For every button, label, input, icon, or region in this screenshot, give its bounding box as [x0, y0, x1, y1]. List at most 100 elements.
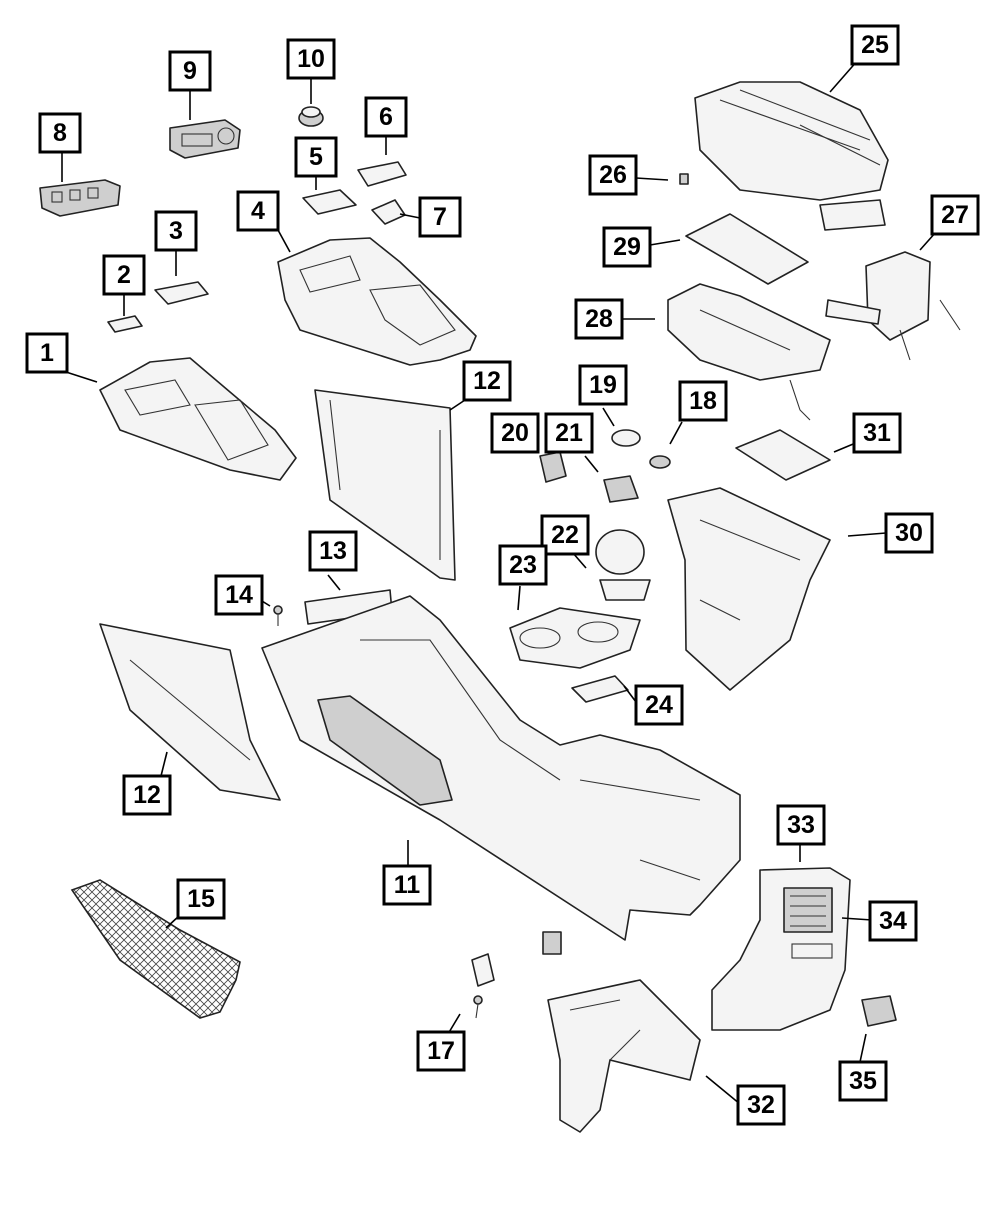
callout-22: 22: [540, 514, 590, 556]
svg-text:15: 15: [187, 885, 215, 913]
svg-text:5: 5: [309, 143, 323, 171]
svg-text:3: 3: [169, 217, 183, 245]
part-11-console-housing: [261, 595, 741, 941]
part-30-frame: [667, 487, 831, 691]
part-31-pad: [735, 429, 831, 481]
part-27-latch: [825, 251, 961, 361]
part-32-bracket: [547, 979, 701, 1133]
callout-29: 29: [602, 226, 652, 268]
part-3-insert: [154, 281, 209, 305]
svg-text:9: 9: [183, 57, 197, 85]
part-25-hinge: [819, 199, 886, 231]
part-15-mesh-net: [70, 879, 241, 1019]
part-10-knob: [298, 106, 324, 127]
callout-21: 21: [544, 412, 594, 454]
svg-text:28: 28: [585, 305, 613, 333]
part-8-switch-bank: [39, 179, 121, 217]
callout-8: 8: [38, 112, 82, 154]
svg-text:14: 14: [225, 581, 253, 609]
part-21-usb: [603, 475, 639, 503]
svg-text:24: 24: [645, 691, 673, 719]
callout-27: 27: [930, 194, 980, 236]
callout-11: 11: [382, 864, 432, 906]
svg-text:35: 35: [849, 1067, 877, 1095]
svg-text:32: 32: [747, 1091, 775, 1119]
svg-text:10: 10: [297, 45, 325, 73]
part-9-switch-module: [169, 119, 241, 159]
parts-illustrations: [39, 81, 961, 1133]
part-4-upper-bezel: [277, 237, 477, 366]
part-19-outlet: [611, 429, 641, 447]
svg-text:23: 23: [509, 551, 537, 579]
part-26-clip: [679, 173, 689, 185]
callout-24: 24: [634, 684, 684, 726]
callout-7: 7: [418, 196, 462, 238]
part-7-bin: [371, 199, 406, 225]
part-18-plug: [649, 455, 671, 469]
callout-12-lower: 12: [122, 774, 172, 816]
callout-33: 33: [776, 804, 826, 846]
svg-text:1: 1: [40, 339, 54, 367]
callout-28: 28: [574, 298, 624, 340]
part-20-socket: [539, 451, 567, 483]
callout-34: 34: [868, 900, 918, 942]
callout-20: 20: [490, 412, 540, 454]
callout-15: 15: [176, 878, 226, 920]
part-35-usb-switch: [861, 995, 897, 1027]
svg-text:33: 33: [787, 811, 815, 839]
svg-text:13: 13: [319, 537, 347, 565]
part-29-pad: [685, 213, 809, 285]
part-12-side-panel-lower: [99, 623, 281, 801]
svg-text:34: 34: [879, 907, 907, 935]
callout-12-upper: 12: [462, 360, 512, 402]
part-24-tray: [571, 675, 629, 703]
svg-text:20: 20: [501, 419, 529, 447]
part-2-insert: [107, 315, 143, 333]
part-14-screw: [273, 605, 283, 626]
part-5-tray: [302, 189, 357, 215]
callout-25: 25: [850, 24, 900, 66]
callout-1: 1: [25, 332, 69, 374]
svg-text:29: 29: [613, 233, 641, 261]
svg-text:2: 2: [117, 261, 131, 289]
callout-30: 30: [884, 512, 934, 554]
part-1-lower-bezel: [99, 357, 297, 481]
leader-lines: [61, 59, 937, 1105]
callout-10: 10: [286, 38, 336, 80]
callout-13: 13: [308, 530, 358, 572]
callout-4: 4: [236, 190, 280, 232]
svg-text:4: 4: [251, 197, 265, 225]
part-6-tray: [357, 161, 407, 187]
svg-text:25: 25: [861, 31, 889, 59]
part-12-side-panel-upper: [314, 389, 456, 581]
svg-text:12: 12: [473, 367, 501, 395]
svg-text:8: 8: [53, 119, 67, 147]
svg-text:21: 21: [555, 419, 583, 447]
svg-text:27: 27: [941, 201, 969, 229]
svg-text:11: 11: [394, 871, 421, 899]
callout-5: 5: [294, 136, 338, 178]
part-22-cup-insert: [595, 529, 651, 601]
callout-35: 35: [838, 1060, 888, 1102]
svg-text:17: 17: [427, 1037, 455, 1065]
svg-text:30: 30: [895, 519, 923, 547]
callout-14: 14: [214, 574, 264, 616]
callout-2: 2: [102, 254, 146, 296]
callout-18: 18: [678, 380, 728, 422]
callout-32: 32: [736, 1084, 786, 1126]
svg-text:26: 26: [599, 161, 627, 189]
svg-text:22: 22: [551, 521, 579, 549]
part-28-storage-bin: [667, 283, 831, 421]
svg-text:6: 6: [379, 103, 393, 131]
svg-text:12: 12: [133, 781, 161, 809]
svg-text:19: 19: [589, 371, 617, 399]
callout-3: 3: [154, 210, 198, 252]
callout-9: 9: [168, 50, 212, 92]
callout-26: 26: [588, 154, 638, 196]
callout-6: 6: [364, 96, 408, 138]
callout-23: 23: [498, 544, 548, 586]
svg-text:31: 31: [863, 419, 891, 447]
part-33-rear-panel: [711, 867, 851, 1031]
svg-text:7: 7: [433, 203, 447, 231]
